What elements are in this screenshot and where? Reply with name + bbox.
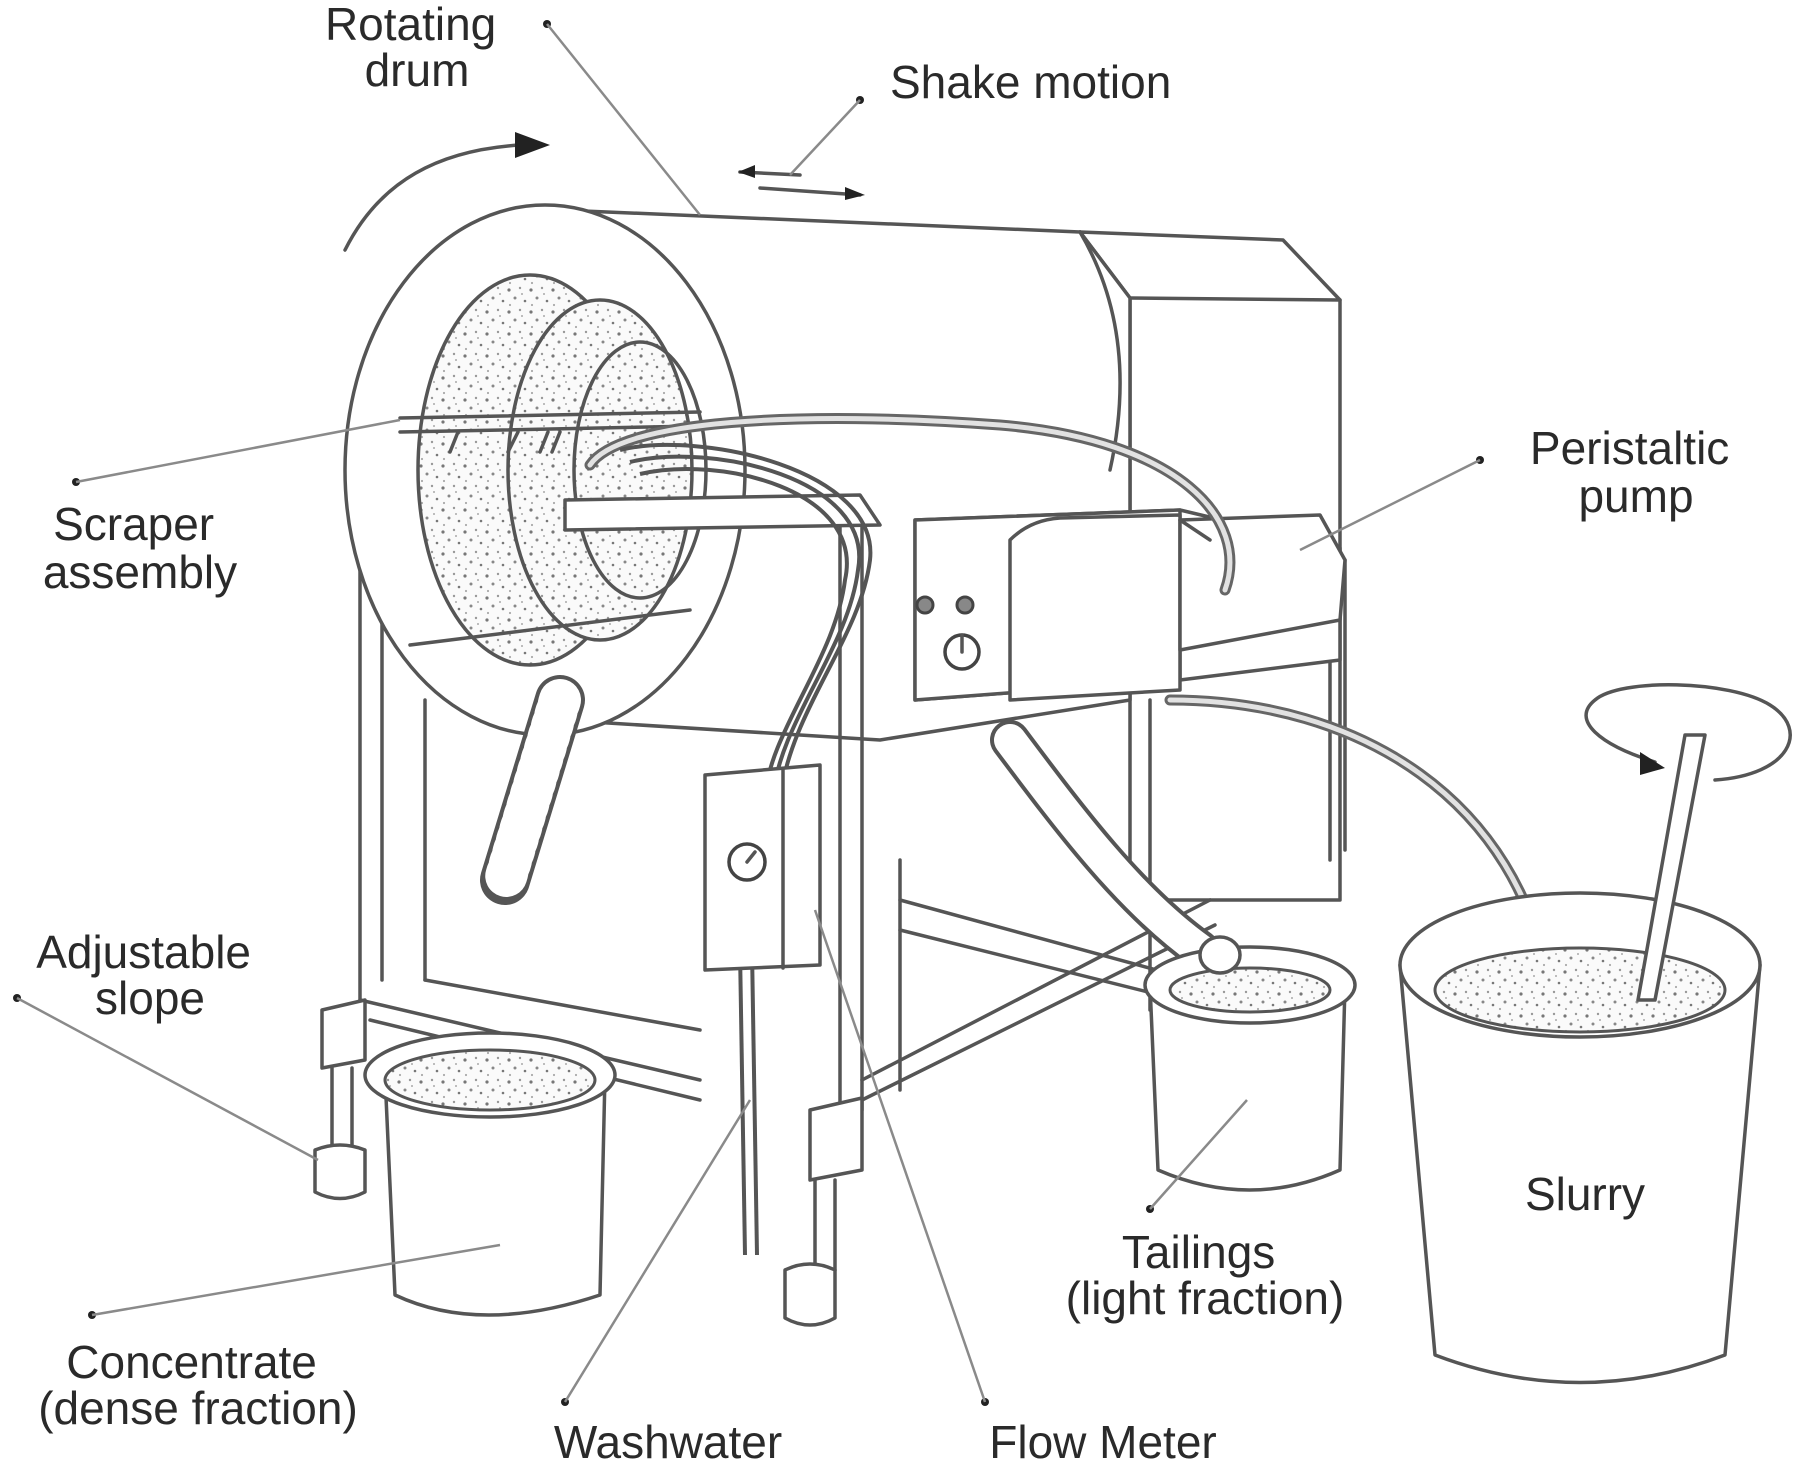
- slurry-bucket: [1398, 683, 1792, 1385]
- peristaltic-pump-unit: [913, 508, 1347, 702]
- label-tailings: Tailings (light fraction): [1066, 1226, 1345, 1324]
- support-frame: [313, 523, 1347, 1327]
- label-slurry: Slurry: [1525, 1168, 1645, 1220]
- label-rotating-drum: Rotating drum: [325, 0, 509, 96]
- curved-arrow-icon: [343, 132, 550, 252]
- double-arrow-icon: [738, 165, 865, 200]
- label-peristaltic-pump: Peristaltic pump: [1530, 422, 1742, 522]
- control-knob-icon: [955, 595, 975, 615]
- tubing: [584, 412, 1556, 1256]
- label-adjustable-slope: Adjustable slope: [36, 926, 264, 1024]
- label-flow-meter: Flow Meter: [989, 1416, 1216, 1467]
- control-knob-icon: [915, 595, 935, 615]
- flow-meter-box: [703, 763, 822, 972]
- circular-arrow-icon: [1584, 683, 1792, 782]
- label-shake-motion: Shake motion: [890, 56, 1171, 108]
- leader-lines: [13, 20, 1484, 1406]
- label-scraper-assembly: Scraper assembly: [43, 498, 237, 598]
- rotating-drum: [343, 203, 747, 905]
- feed-arm: [563, 493, 882, 532]
- tailings-bucket: [1143, 935, 1357, 1192]
- label-concentrate: Concentrate (dense fraction): [38, 1336, 358, 1434]
- concentrate-bucket: [363, 1031, 617, 1317]
- label-washwater: Washwater: [554, 1416, 782, 1467]
